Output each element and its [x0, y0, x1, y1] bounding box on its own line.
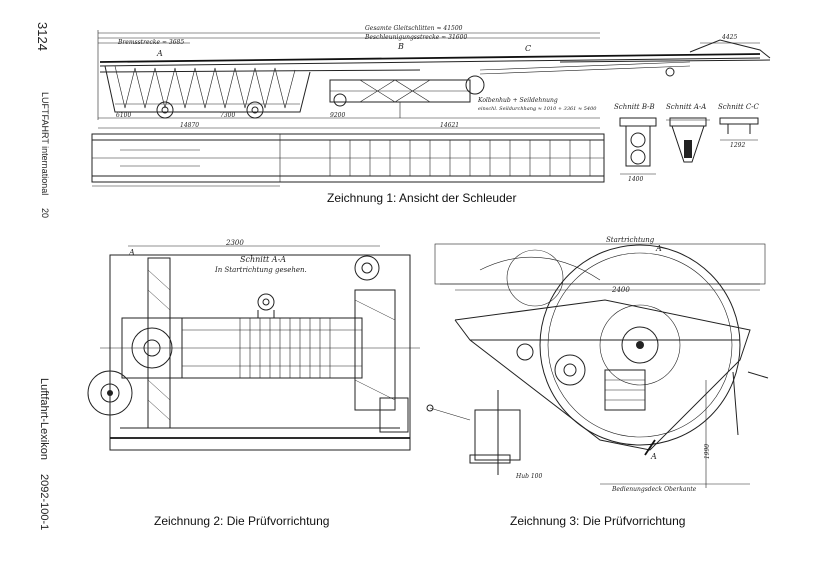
brake-length-label: Bremsstrecke ≈ 3685: [118, 39, 185, 46]
dim-d-label: 14870: [180, 122, 200, 129]
section-bb: [619, 117, 657, 175]
hub-label: Hub 100: [516, 473, 543, 480]
section-cc: [719, 117, 759, 141]
bottom-w2-label: 1292: [730, 142, 746, 149]
drawing3-caption: Zeichnung 3: Die Prüfvorrichtung: [510, 514, 686, 528]
side-mark-a-top: A: [656, 244, 662, 253]
bottom-w1-label: 1400: [628, 176, 644, 183]
start-dir-label: Startrichtung: [606, 236, 655, 244]
mark-a-label: A: [157, 49, 163, 58]
section-aa: [666, 117, 710, 163]
mark-b-label: B: [398, 42, 404, 51]
drawing2-caption: Zeichnung 2: Die Prüfvorrichtung: [154, 514, 330, 528]
piston-note-2: einschl. Seildurchhang ≈ 1010 + 3361 ≈ 5…: [478, 106, 597, 112]
dim-b-label: 7300: [220, 112, 236, 119]
piston-note-1: Kolbenhub + Seildehnung: [478, 97, 558, 104]
section-aa-title: Schnitt A-A: [666, 103, 707, 111]
side-mark-a-bottom: A: [651, 452, 657, 461]
right-dim-label: 4425: [722, 34, 738, 41]
mark-c-label: C: [525, 44, 532, 53]
section-cc-title: Schnitt C-C: [718, 103, 759, 111]
rig-section-sub: In Startrichtung gesehen.: [215, 266, 307, 274]
ground-label: Bedienungsdeck Oberkante: [612, 486, 697, 493]
dim-c-label: 9200: [330, 112, 346, 119]
accel-length-label: Beschleunigungsstrecke ≈ 31600: [365, 34, 468, 41]
total-length-label: Gesamte Gleitschlitten ≈ 41500: [365, 25, 463, 32]
rig-section-title: Schnitt A-A: [240, 255, 287, 264]
rig-mark-a: A: [129, 248, 135, 257]
section-bb-title: Schnitt B-B: [614, 103, 655, 111]
dim-a-label: 6100: [116, 112, 132, 119]
height-label: 1990: [704, 443, 712, 460]
dim-e-label: 14621: [440, 122, 460, 129]
rig-width-label: 2300: [226, 239, 244, 247]
side-width-label: 2400: [612, 286, 630, 294]
drawing1-caption: Zeichnung 1: Ansicht der Schleuder: [327, 191, 517, 205]
